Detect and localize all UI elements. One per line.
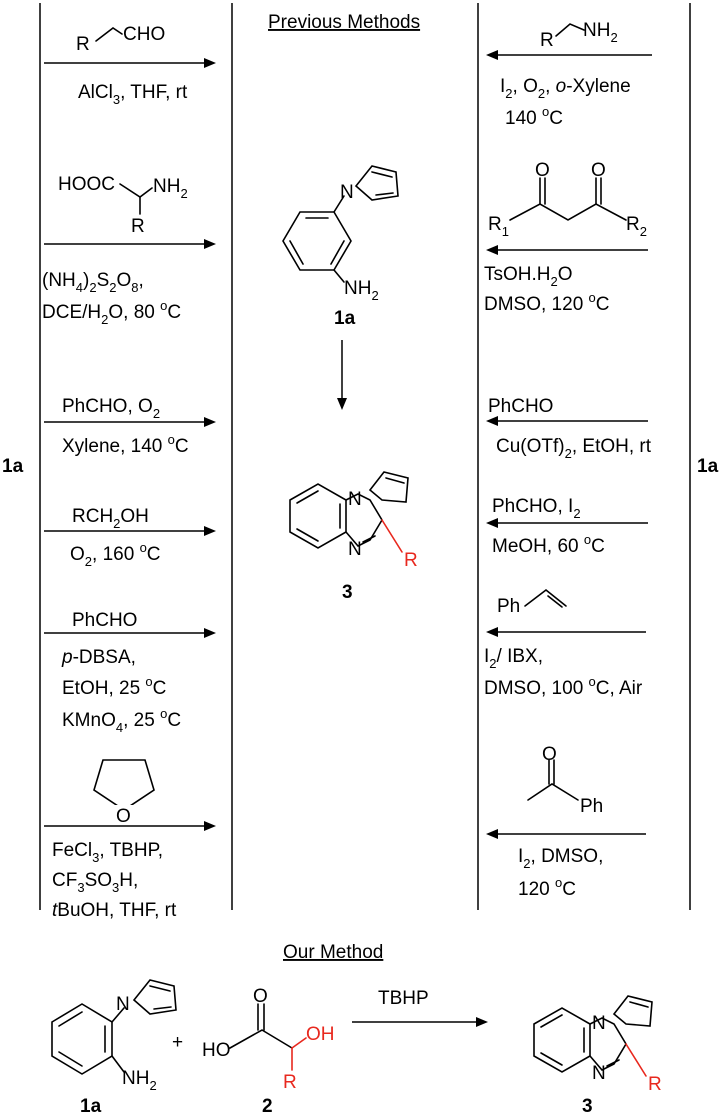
left-method-6: O FeCl3, TBHP, CF3SO3H, tBuOH, THF, rt [44,759,216,921]
arrowhead [486,627,498,637]
svg-text:140 oC: 140 oC [505,104,563,129]
right-method-2: O O R1 R2 TsOH.H2O DMSO, 120 oC [484,160,648,315]
svg-text:CF3SO3H,: CF3SO3H, [52,870,138,895]
svg-text:DMSO, 120 oC: DMSO, 120 oC [484,290,610,315]
arrowhead [204,821,216,831]
svg-text:(NH4)2S2O8,: (NH4)2S2O8, [42,270,144,295]
svg-text:DMSO, 100 oC, Air: DMSO, 100 oC, Air [484,674,643,699]
svg-text:HO: HO [202,1040,231,1061]
reagent-label: TBHP [378,988,429,1009]
compound-label: 1a [334,308,356,329]
compound-label: 2 [262,1096,273,1117]
svg-text:FeCl3, TBHP,: FeCl3, TBHP, [52,840,163,865]
compound-3-center: N N R 3 [289,471,418,603]
svg-text:NH2: NH2 [583,20,618,45]
left-method-5: PhCHO p-DBSA, EtOH, 25 oC KMnO4, 25 oC [44,610,216,735]
right-method-3: PhCHO Cu(OTf)2, EtOH, rt [486,396,652,461]
svg-text:NH2: NH2 [153,176,188,201]
atom-label: CHO [123,24,165,45]
svg-text:O2, 160 oC: O2, 160 oC [70,540,161,569]
right-method-6: O Ph I2, DMSO, 120 oC [486,744,646,900]
arrowhead [486,245,498,255]
atom-label: R [76,34,90,55]
svg-text:120 oC: 120 oC [518,875,576,900]
svg-text:N: N [116,994,130,1015]
svg-text:N: N [348,489,362,510]
left-method-3: PhCHO, O2 Xylene, 140 oC [44,396,216,457]
arrowhead [204,526,216,536]
svg-text:NH2: NH2 [344,278,379,303]
svg-text:p-DBSA,: p-DBSA, [61,647,136,668]
svg-text:R: R [131,216,145,237]
arrowhead [204,417,216,427]
thf-ring [93,759,155,811]
svg-text:DCE/H2O, 80 oC: DCE/H2O, 80 oC [42,298,181,327]
svg-text:RCH2OH: RCH2OH [72,506,149,531]
svg-text:I2/ IBX,: I2/ IBX, [484,646,543,671]
arrowhead [337,398,347,410]
svg-text:I2, O2, o-Xylene: I2, O2, o-Xylene [500,76,631,101]
svg-text:HOOC: HOOC [58,174,115,195]
left-method-1: R CHO AlCl3, THF, rt [44,24,216,107]
svg-text:O: O [116,806,131,827]
svg-text:R: R [283,1072,297,1093]
compound-3-bottom: N N R 3 [533,995,662,1117]
svg-text:N: N [340,182,354,203]
side-label-left: 1a [2,456,24,477]
arrowhead [204,239,216,249]
svg-text:OH: OH [306,1024,335,1045]
svg-text:N: N [348,539,362,560]
svg-text:Cu(OTf)2, EtOH, rt: Cu(OTf)2, EtOH, rt [496,436,652,461]
svg-text:Ph: Ph [497,596,520,617]
right-method-4: PhCHO, I2 MeOH, 60 oC [486,496,648,557]
previous-methods-title: Previous Methods [268,12,420,33]
svg-text:R1: R1 [488,214,509,239]
svg-text:R: R [404,550,418,571]
svg-text:PhCHO, O2: PhCHO, O2 [62,396,160,421]
svg-text:MeOH, 60 oC: MeOH, 60 oC [492,532,605,557]
svg-text:N: N [592,1063,606,1084]
svg-text:AlCl3, THF, rt: AlCl3, THF, rt [78,82,188,107]
svg-text:EtOH, 25 oC: EtOH, 25 oC [62,674,166,699]
arrowhead [204,58,216,68]
compound-2: HO O OH R 2 [202,986,335,1117]
svg-text:tBuOH, THF, rt: tBuOH, THF, rt [52,900,177,921]
svg-text:O: O [535,160,550,181]
arrowhead [486,518,498,528]
arrowhead [486,829,498,839]
svg-text:Xylene, 140 oC: Xylene, 140 oC [62,432,189,457]
svg-text:R: R [648,1074,662,1095]
arrowhead [486,416,498,426]
svg-text:O: O [591,160,606,181]
compound-label: 1a [80,1096,102,1117]
svg-text:TsOH.H2O: TsOH.H2O [484,264,573,289]
compound-1a-center: N NH2 1a [282,165,399,329]
left-method-4: RCH2OH O2, 160 oC [44,506,216,569]
svg-text:Ph: Ph [580,796,603,817]
plus-sign: + [172,1032,183,1053]
svg-text:I2, DMSO,: I2, DMSO, [518,846,603,871]
svg-text:O: O [542,744,557,765]
svg-text:N: N [592,1013,606,1034]
svg-text:PhCHO: PhCHO [488,396,553,417]
right-method-5: Ph I2/ IBX, DMSO, 100 oC, Air [484,588,646,699]
svg-text:PhCHO, I2: PhCHO, I2 [492,496,581,521]
arrowhead [476,1017,488,1027]
compound-label: 3 [342,582,353,603]
right-method-1: R NH2 I2, O2, o-Xylene 140 oC [486,20,652,129]
arrowhead [486,50,498,60]
svg-text:NH2: NH2 [122,1068,157,1093]
svg-text:R: R [540,30,554,51]
side-label-right: 1a [697,456,719,477]
arrowhead [204,628,216,638]
left-method-2: HOOC NH2 R (NH4)2S2O8, DCE/H2O, 80 oC [42,174,216,327]
compound-1a-bottom: N NH2 1a [51,979,177,1117]
our-method-title: Our Method [283,942,383,963]
svg-text:KMnO4, 25 oC: KMnO4, 25 oC [62,706,181,735]
svg-text:R2: R2 [626,214,647,239]
svg-text:PhCHO: PhCHO [72,610,137,631]
compound-label: 3 [582,1096,593,1117]
svg-text:O: O [253,986,268,1007]
